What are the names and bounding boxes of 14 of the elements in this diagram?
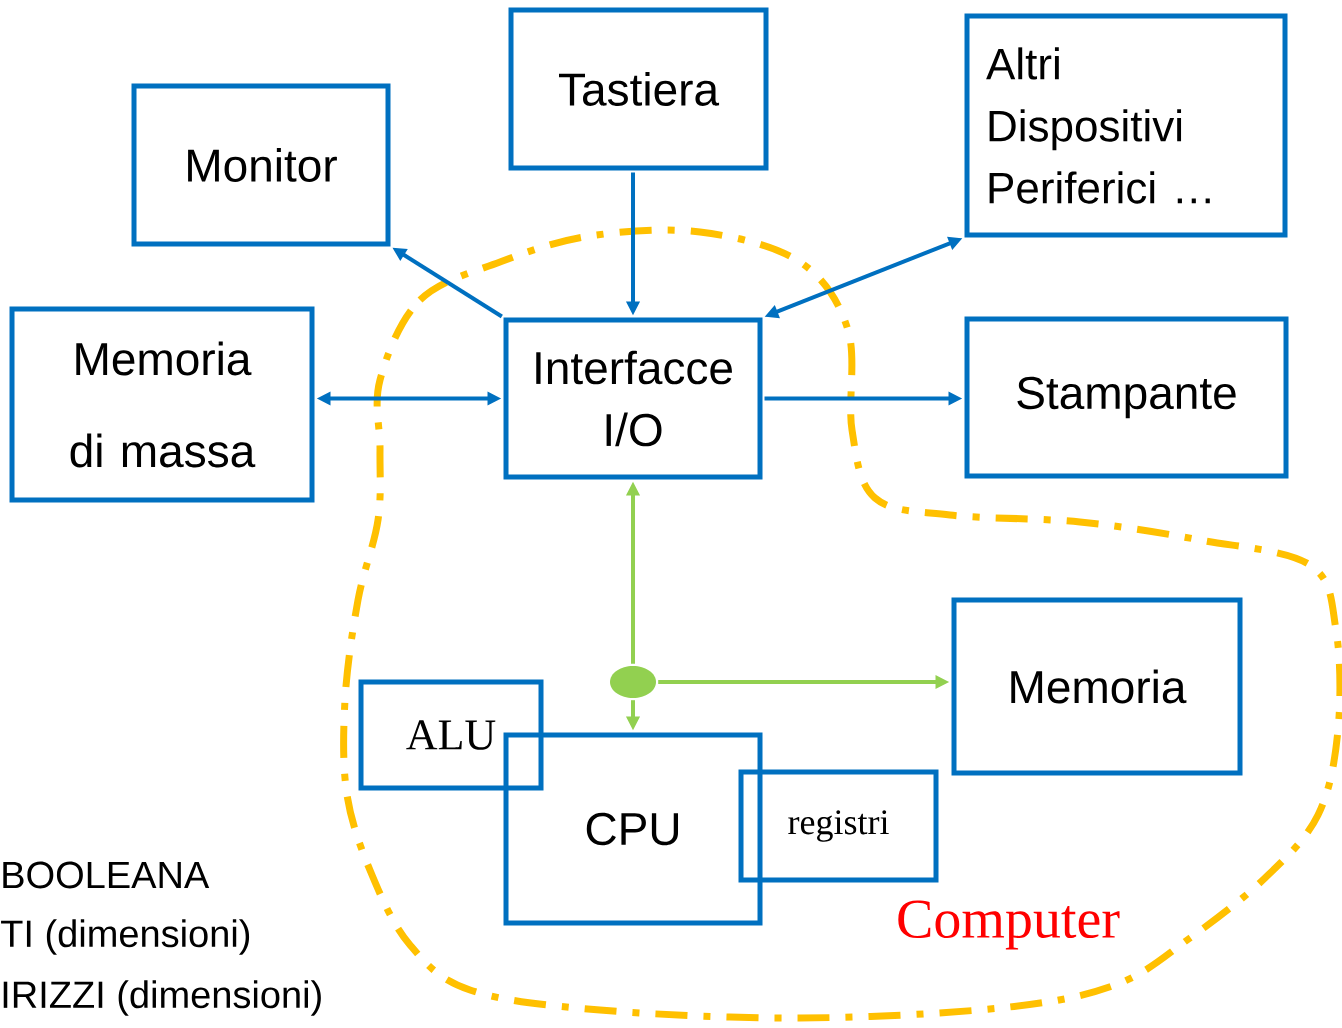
process-box: Memoria di massa <box>9 306 315 503</box>
process-box: Monitor <box>131 83 391 247</box>
junction-dot <box>610 666 656 698</box>
process-box: ALU <box>358 679 544 791</box>
process-box: Tastiera <box>508 7 769 171</box>
process-box: Stampante <box>964 316 1289 479</box>
process-box: CPU <box>503 732 763 926</box>
process-box: Memoria <box>951 597 1243 776</box>
process-box: Altri Dispositivi Periferici … <box>964 13 1288 238</box>
note-text: BOOLEANA <box>3 861 210 889</box>
note-text: IRIZZI (dimensioni) <box>3 980 321 1016</box>
process-box: Interfacce I/O <box>503 317 763 480</box>
process-box: registri <box>738 769 939 883</box>
note-text: TI (dimensioni) <box>1 919 250 955</box>
